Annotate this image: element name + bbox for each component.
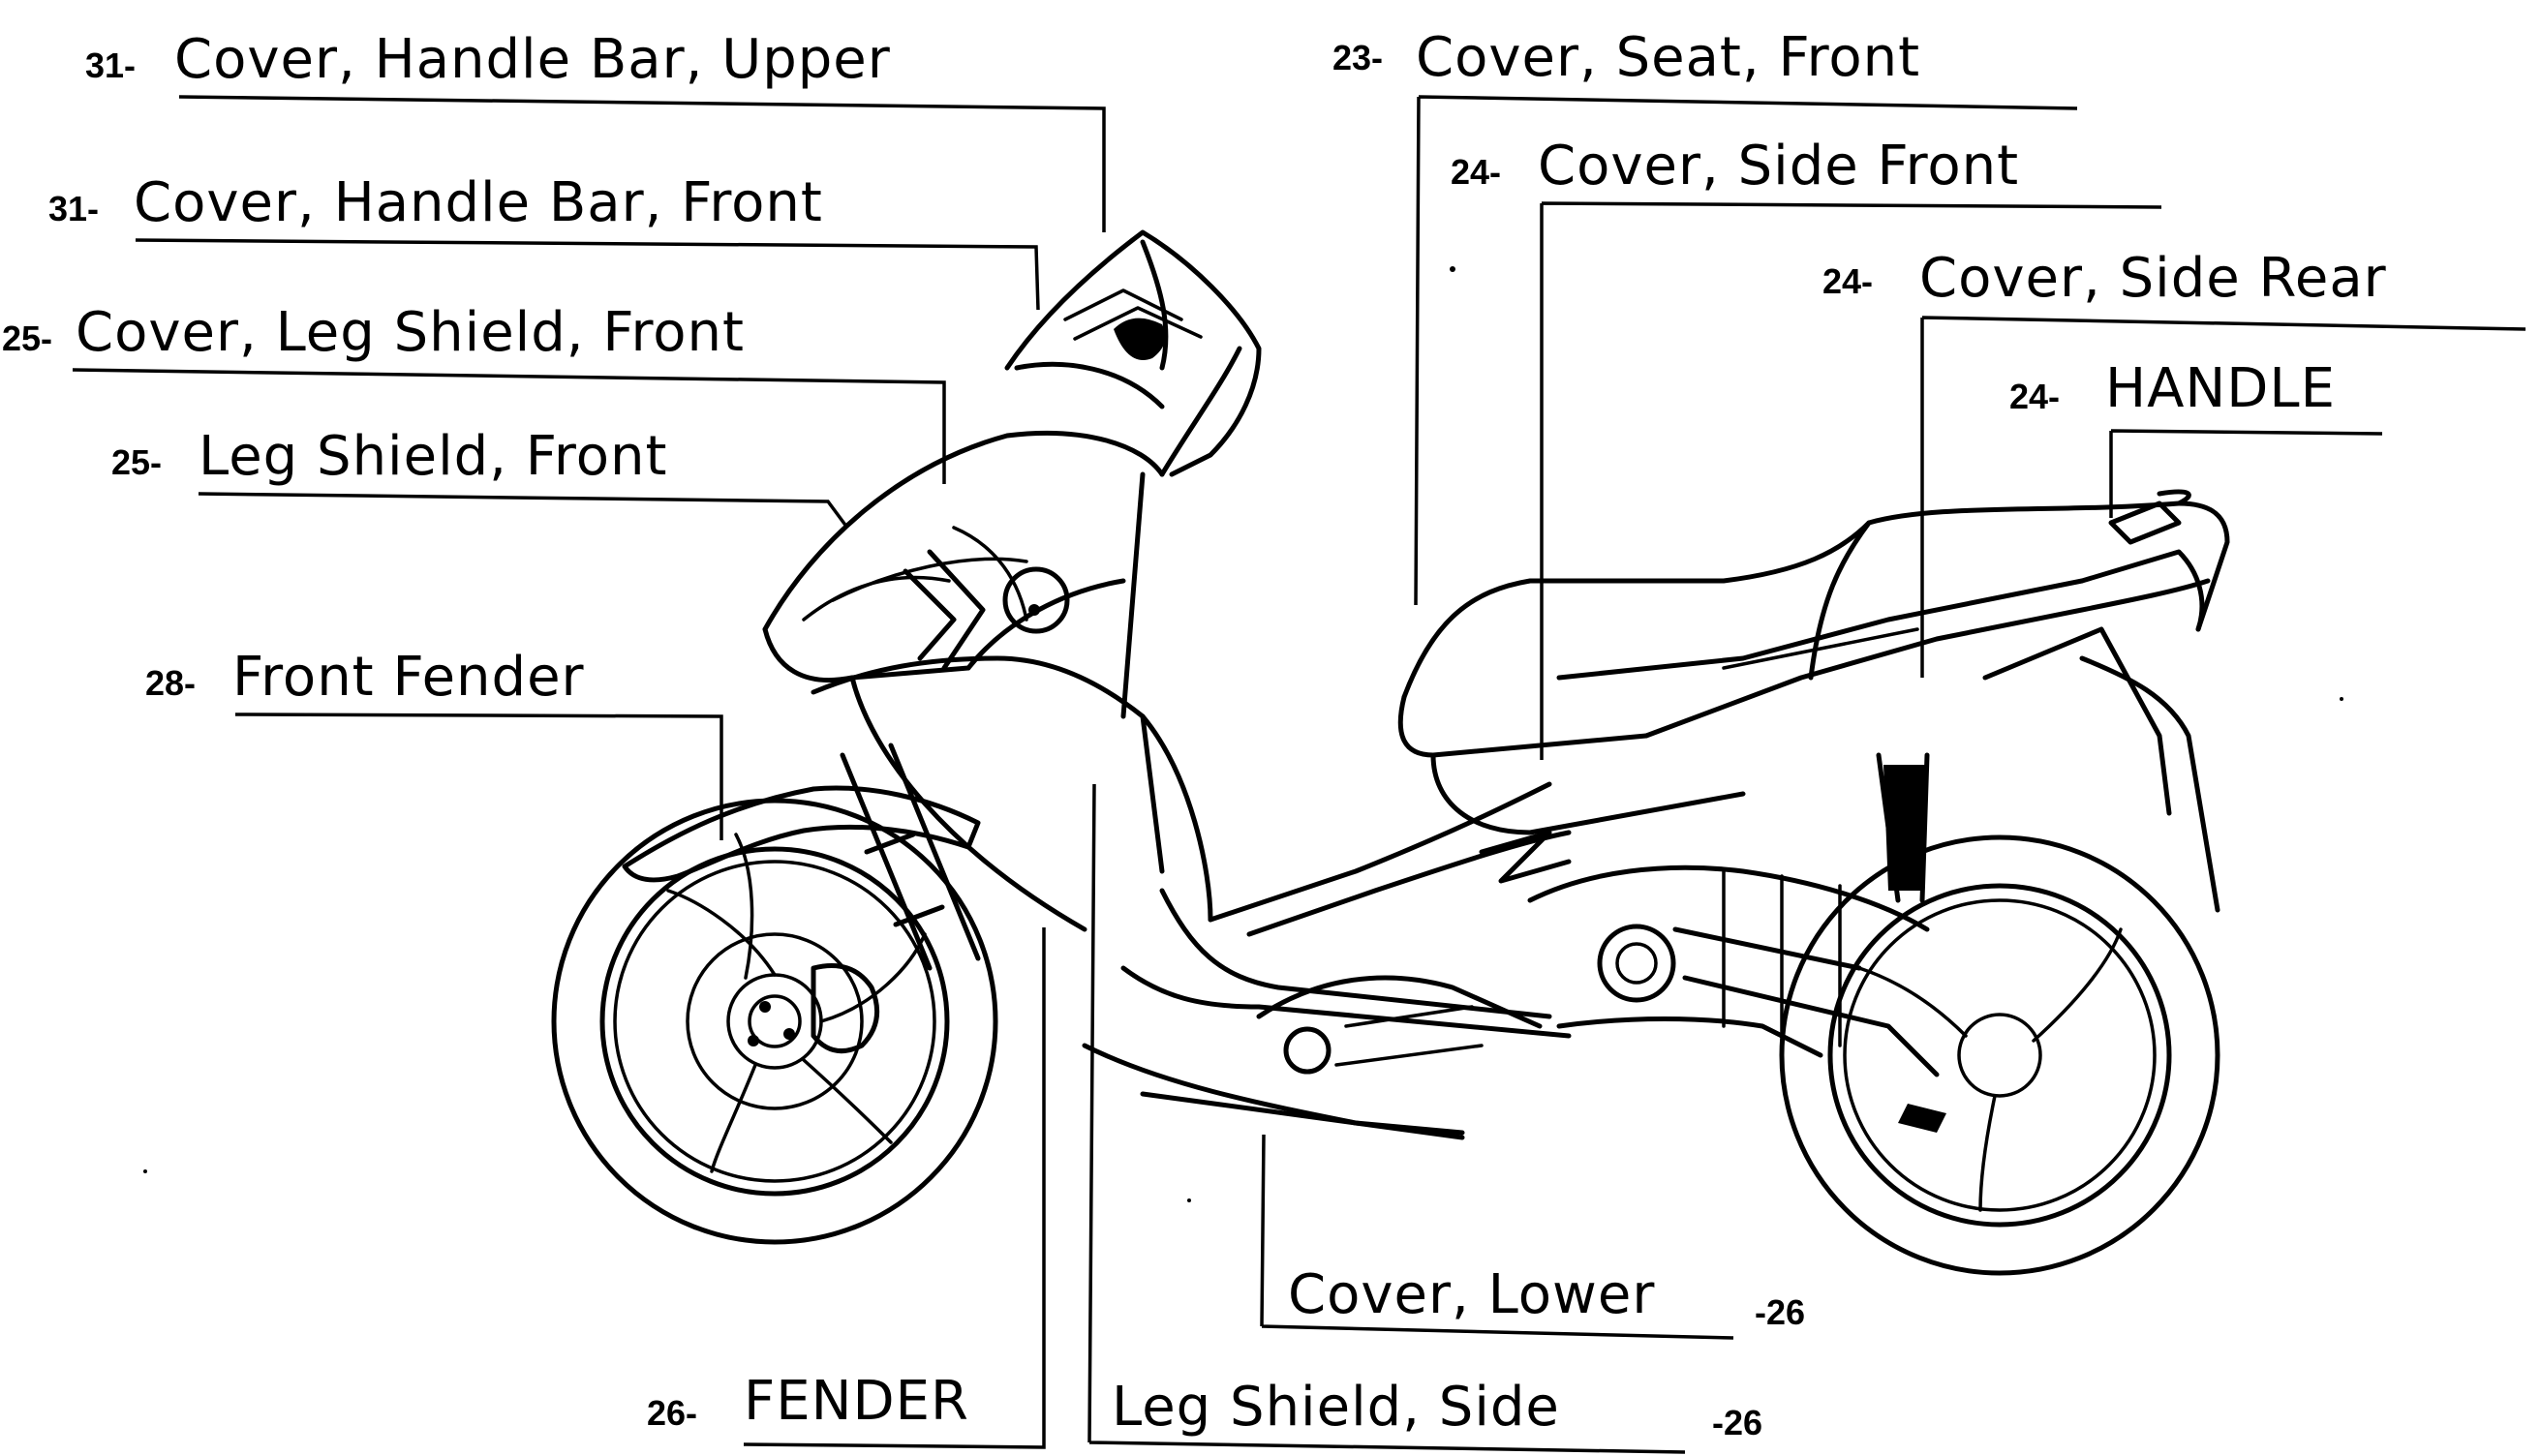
callout-cover-side-rear: 24- Cover, Side Rear [1822,247,2387,310]
handlebar-area [1004,229,1262,477]
callout-label: Cover, Handle Bar, Upper [174,28,891,91]
callout-front-fender: 28- Front Fender [145,646,585,709]
front-wheel [551,798,998,1245]
callout-handle: 24- HANDLE [2009,357,2336,420]
callout-leg-shield-front: 25- Leg Shield, Front [111,425,667,488]
callout-label: Leg Shield, Front [199,425,667,488]
callout-label: Cover, Side Front [1538,135,2019,197]
callout-cover-side-front: 24- Cover, Side Front [1451,135,2019,197]
rear-shock [1876,752,1930,903]
callout-label: Cover, Lower [1288,1263,1655,1326]
callout-label: HANDLE [2105,357,2336,420]
callout-label: Front Fender [232,646,585,709]
callout-label: Cover, Side Rear [1919,247,2387,310]
callout-cover-leg-shield-front: 25- Cover, Leg Shield, Front [2,301,745,364]
callout-number: 24- [2009,377,2060,416]
callout-number: 26- [647,1393,697,1433]
leader-lines [72,95,2526,1454]
callout-number: 24- [1451,152,1501,192]
engine-swingarm [1527,864,1940,1077]
callout-number: 25- [111,442,162,482]
callout-label: Cover, Seat, Front [1416,26,1920,89]
callout-number: 25- [2,318,52,358]
callout-label: Cover, Leg Shield, Front [76,301,745,364]
floorboard-frame [1082,888,1572,1140]
callout-cover-handle-bar-upper: 31- Cover, Handle Bar, Upper [85,28,891,91]
callout-number: 24- [1822,261,1873,301]
callout-cover-lower: Cover, Lower -26 [1288,1263,1805,1332]
rear-wheel [1779,834,2220,1276]
scooter-illustration [143,229,2343,1276]
callout-number: -26 [1712,1403,1762,1442]
callout-leg-shield-side: Leg Shield, Side -26 [1112,1376,1762,1442]
step-through [1140,713,1572,937]
callout-label: Leg Shield, Side [1112,1376,1560,1439]
callout-cover-handle-bar-front: 31- Cover, Handle Bar, Front [48,171,823,234]
callout-number: 28- [145,663,196,703]
front-fender-shape [622,785,981,883]
seat-rear-body [1397,489,2230,913]
callout-number: -26 [1755,1292,1805,1332]
callout-fender: 26- FENDER [647,1370,969,1433]
callout-number: 23- [1332,38,1383,77]
callout-cover-seat-front: 23- Cover, Seat, Front [1332,26,1920,89]
callout-label: Cover, Handle Bar, Front [134,171,823,234]
callout-label: FENDER [744,1370,969,1433]
front-body [762,346,1242,932]
callout-labels: 31- Cover, Handle Bar, Upper 31- Cover, … [2,26,2387,1442]
callout-number: 31- [48,189,99,228]
callout-number: 31- [85,46,136,85]
